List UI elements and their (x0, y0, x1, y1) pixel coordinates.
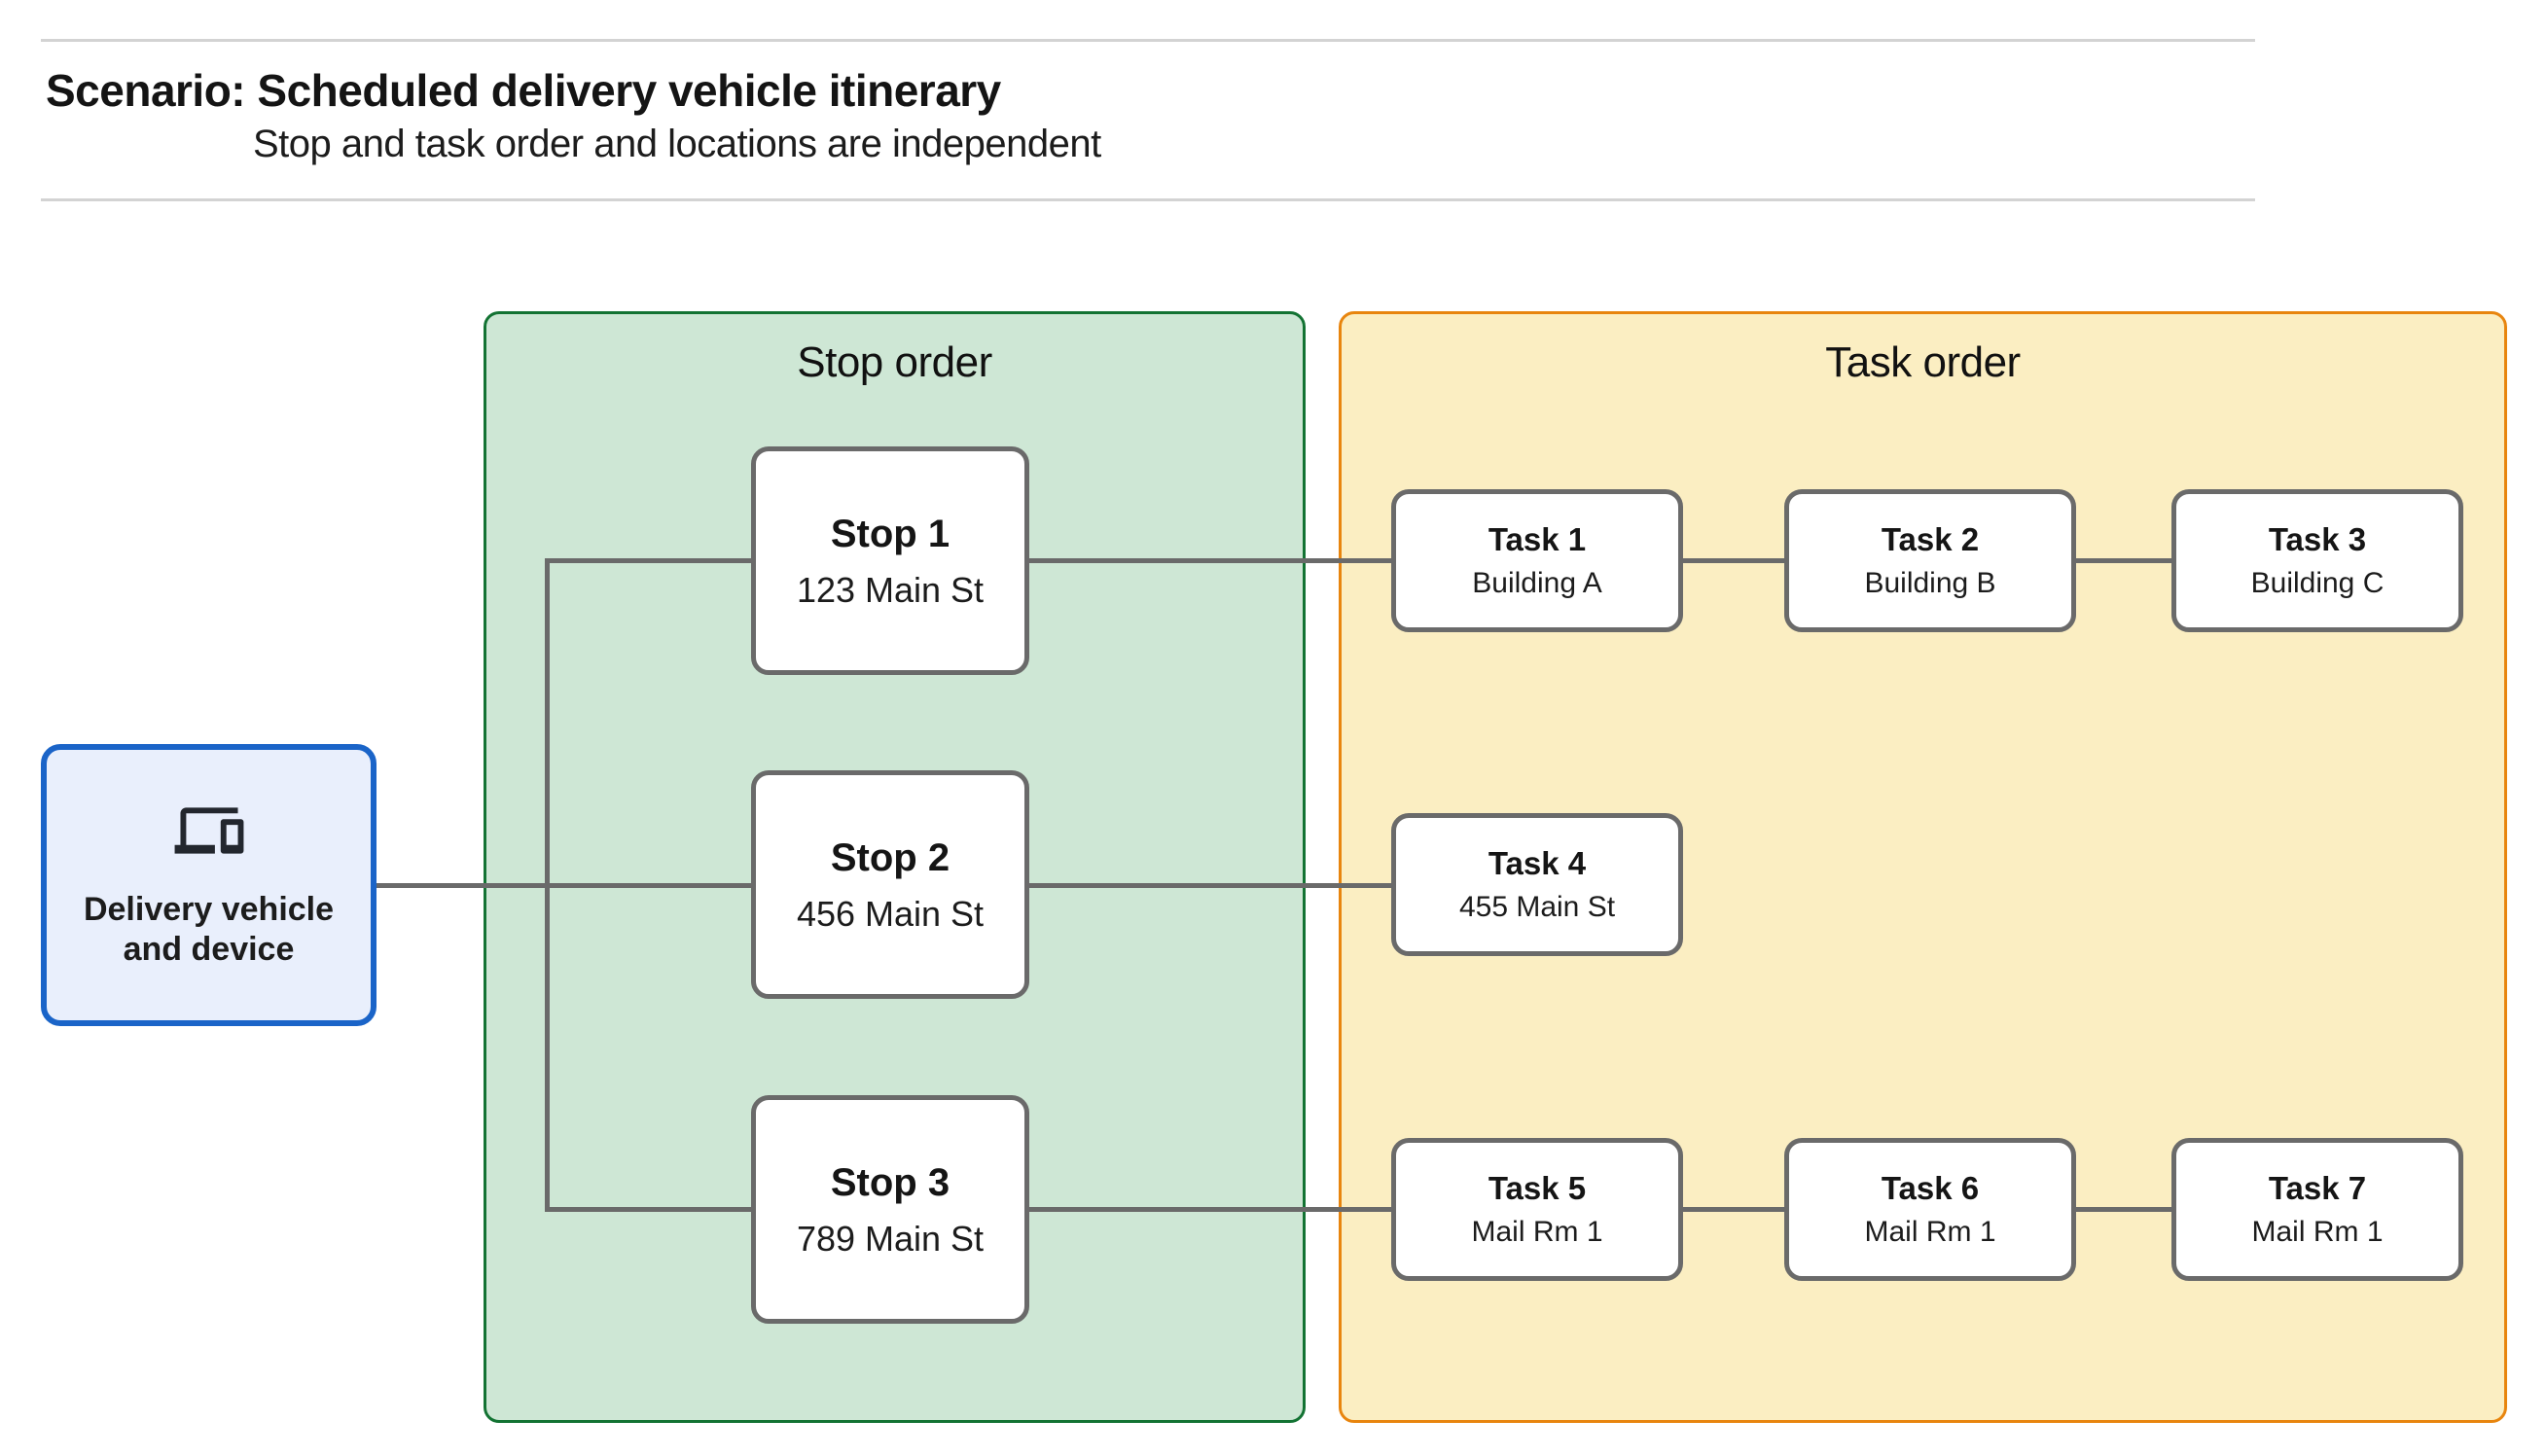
task-location: Building B (1864, 566, 1996, 599)
task-location: Mail Rm 1 (2251, 1215, 2384, 1248)
stop-location: 456 Main St (796, 893, 985, 934)
stop-name: Stop 3 (830, 1160, 950, 1204)
delivery-vehicle-node: Delivery vehicle and device (41, 744, 377, 1026)
task-7-node: Task 7 Mail Rm 1 (2171, 1138, 2463, 1281)
task-location: Mail Rm 1 (1471, 1215, 1603, 1248)
connector-stop1-to-task1 (1029, 558, 1391, 563)
task-location: Mail Rm 1 (1864, 1215, 1996, 1248)
task-5-node: Task 5 Mail Rm 1 (1391, 1138, 1683, 1281)
task-3-node: Task 3 Building C (2171, 489, 2463, 632)
stop-name: Stop 1 (830, 512, 950, 555)
stop-2-node: Stop 2 456 Main St (751, 770, 1029, 999)
connector-task5-to-task6 (1683, 1207, 1784, 1212)
task-name: Task 6 (1881, 1170, 1980, 1207)
task-order-panel-title: Task order (1825, 338, 2021, 386)
connector-stop2-to-task4 (1029, 883, 1391, 888)
stop-location: 789 Main St (796, 1218, 985, 1259)
connector-trunk-vertical (545, 558, 550, 1212)
connector-trunk-to-stop3 (545, 1207, 751, 1212)
task-name: Task 1 (1488, 521, 1587, 558)
task-1-node: Task 1 Building A (1391, 489, 1683, 632)
task-name: Task 3 (2268, 521, 2367, 558)
task-4-node: Task 4 455 Main St (1391, 813, 1683, 956)
stop-3-node: Stop 3 789 Main St (751, 1095, 1029, 1324)
task-location: Building A (1472, 566, 1602, 599)
task-location: 455 Main St (1458, 890, 1616, 923)
connector-task6-to-task7 (2076, 1207, 2171, 1212)
page-title: Scenario: Scheduled delivery vehicle iti… (46, 65, 1001, 116)
delivery-vehicle-label: Delivery vehicle and device (83, 890, 335, 968)
task-name: Task 2 (1881, 521, 1980, 558)
devices-icon (174, 806, 243, 854)
task-name: Task 4 (1488, 845, 1587, 882)
task-name: Task 7 (2268, 1170, 2367, 1207)
task-6-node: Task 6 Mail Rm 1 (1784, 1138, 2076, 1281)
header-divider-bottom (41, 198, 2255, 201)
connector-task1-to-task2 (1683, 558, 1784, 563)
task-location: Building C (2250, 566, 2385, 599)
stop-name: Stop 2 (830, 835, 950, 879)
header-divider-top (41, 39, 2255, 42)
connector-task2-to-task3 (2076, 558, 2171, 563)
connector-vehicle-to-stop2 (377, 883, 751, 888)
stop-order-panel-title: Stop order (797, 338, 992, 386)
stop-location: 123 Main St (796, 569, 985, 610)
task-name: Task 5 (1488, 1170, 1587, 1207)
page-subtitle: Stop and task order and locations are in… (253, 123, 1101, 165)
connector-stop3-to-task5 (1029, 1207, 1391, 1212)
connector-trunk-to-stop1 (545, 558, 751, 563)
task-2-node: Task 2 Building B (1784, 489, 2076, 632)
stop-1-node: Stop 1 123 Main St (751, 446, 1029, 675)
